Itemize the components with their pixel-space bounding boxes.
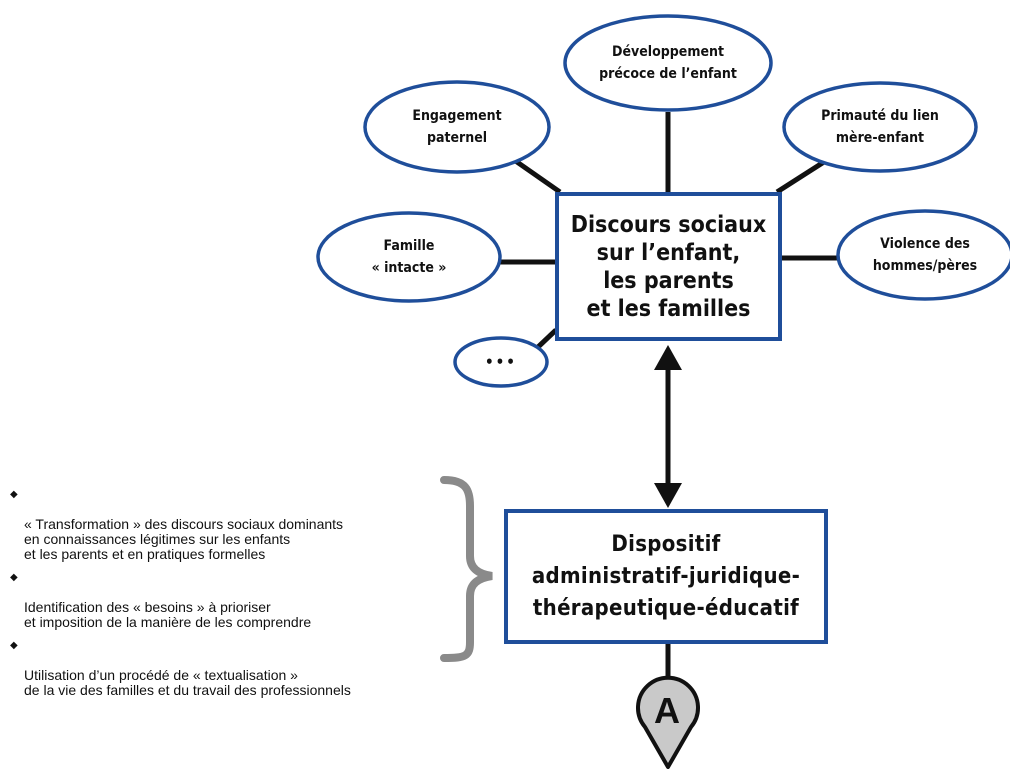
bottom-box <box>504 509 828 644</box>
bottom-box-label: Dispositif administratif-juridique- thér… <box>531 531 801 621</box>
ellipse-etc-label: ••• <box>485 353 517 371</box>
bullet-item: ◆ Identification des « besoins » à prior… <box>8 570 448 630</box>
ellipse-engagement-label: Engagement paternel <box>412 108 502 146</box>
bullet-list: ◆ « Transformation » des discours sociau… <box>8 487 448 706</box>
ellipse-developpement <box>563 14 773 112</box>
center-box <box>555 192 782 341</box>
bullet-text: « Transformation » des discours sociaux … <box>24 516 344 562</box>
ellipse-primaute <box>782 81 978 173</box>
diamond-bullet-icon: ◆ <box>10 640 18 651</box>
bullet-text: Identification des « besoins » à prioris… <box>24 599 312 630</box>
ellipse-developpement-label: Développement précoce de l’enfant <box>599 44 737 82</box>
bullet-text: Utilisation d’un procédé de « textualisa… <box>24 667 351 698</box>
ellipse-engagement <box>363 80 551 174</box>
ellipse-primaute-label: Primauté du lien mère-enfant <box>821 108 939 146</box>
marker-pin <box>636 675 700 769</box>
marker-letter: A <box>654 690 680 731</box>
curly-brace <box>440 476 493 662</box>
ellipse-famille <box>316 211 502 303</box>
bullet-item: ◆ Utilisation d’un procédé de « textuali… <box>8 638 448 698</box>
connector-etc <box>535 328 558 350</box>
ellipse-famille-label: Famille « intacte » <box>371 238 447 276</box>
arrow-head-down <box>654 483 682 508</box>
bullet-item: ◆ « Transformation » des discours sociau… <box>8 487 448 562</box>
arrow-head-up <box>654 345 682 370</box>
ellipse-etc <box>453 336 549 388</box>
ellipse-violence-label: Violence des hommes/pères <box>872 236 978 274</box>
ellipse-violence <box>836 209 1010 301</box>
diamond-bullet-icon: ◆ <box>10 572 18 583</box>
diamond-bullet-icon: ◆ <box>10 489 18 500</box>
center-box-label: Discours sociaux sur l’enfant, les paren… <box>570 211 767 322</box>
